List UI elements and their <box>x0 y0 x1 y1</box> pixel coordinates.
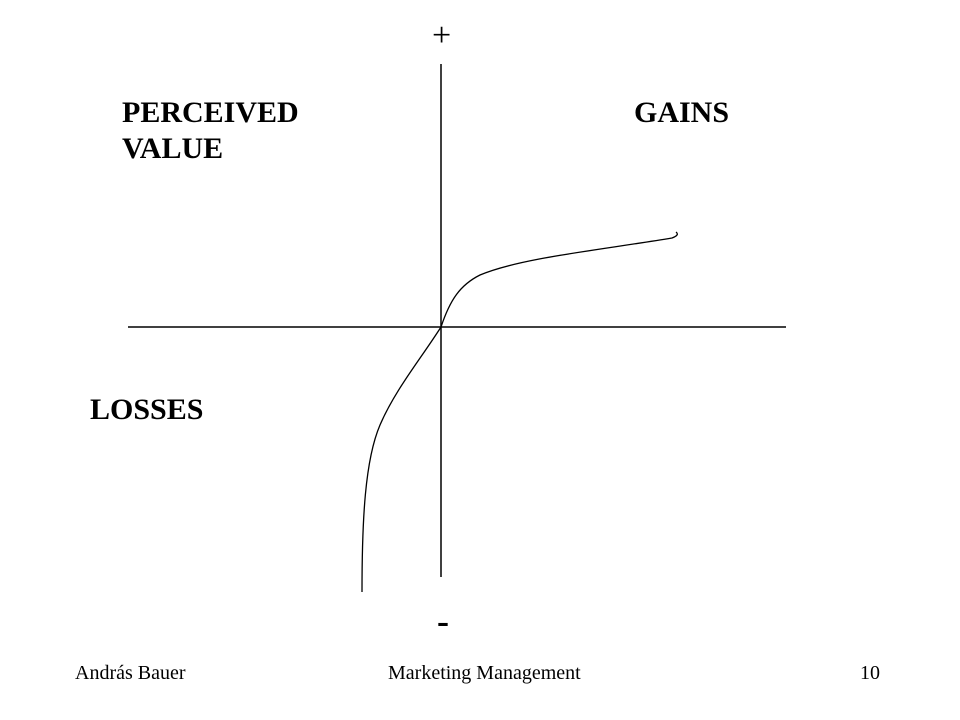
page-number: 10 <box>860 662 880 684</box>
footer-title: Marketing Management <box>388 662 581 684</box>
perceived-value-label: PERCEIVED VALUE <box>122 96 299 165</box>
gains-label: GAINS <box>634 96 730 129</box>
value-curve-gains <box>440 231 678 328</box>
negative-axis-sign: - <box>437 601 449 641</box>
value-curve-losses <box>361 326 442 593</box>
losses-label: LOSSES <box>90 393 204 426</box>
footer-author: András Bauer <box>75 662 186 684</box>
positive-axis-sign: + <box>432 17 452 54</box>
